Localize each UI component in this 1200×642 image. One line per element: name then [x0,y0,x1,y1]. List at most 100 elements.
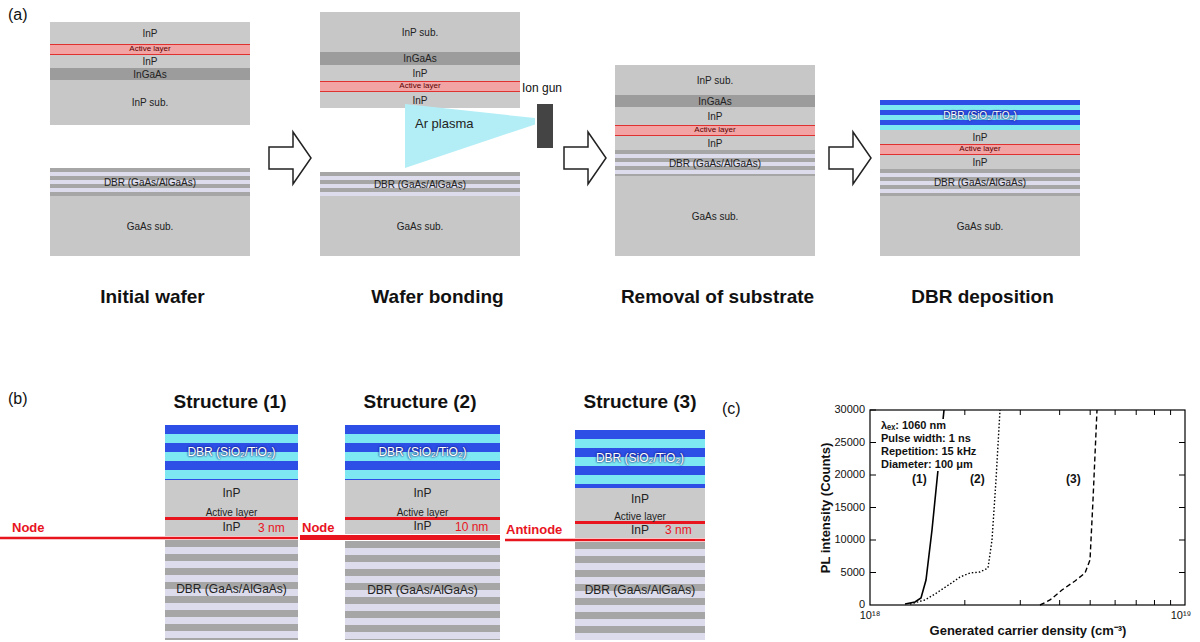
layer-box: InP [880,155,1080,169]
layer-text: DBR (SiO₂/TiO₂) [943,110,1017,121]
layer-text: InGaAs [133,69,166,80]
layer-text: InP [707,111,722,122]
substrate: InP sub. [50,80,250,125]
ion-gun [537,104,553,148]
layer-text: InP [412,68,427,79]
process-arrow [269,132,311,184]
tick-label: 15000 [834,501,865,514]
axis-title: Generated carrier density (cm⁻³) [930,624,1127,639]
layer-text: InP [222,521,240,534]
curve-label: (3) [1066,473,1081,487]
node-label: Node [302,521,335,536]
substrate: InP sub. [320,12,520,52]
process-arrow [829,132,871,184]
layer-text: Ar plasma [415,117,474,131]
layer-text: DBR (GaAs/AlGaAs) [585,584,696,597]
y-ticks [870,410,1185,573]
curve-3 [1040,410,1097,605]
x-ticks [965,410,1171,605]
layer-text: Removal of substrate [610,287,825,308]
substrate: GaAs sub. [615,176,815,256]
node-label: Antinode [506,523,562,538]
layer-text: Wafer bonding [315,287,560,308]
active-layer: Active layer [50,44,250,55]
layer-text: InP [413,520,431,533]
layer-box: InP [575,488,705,512]
dbr-stack: DBR (GaAs/AlGaAs) [575,542,705,640]
layer-text: DBR (SiO₂/TiO₂) [596,452,684,465]
layer-text: DBR deposition [875,287,1090,308]
part-label: Ion gun [522,82,562,96]
active-layer: Active layer [615,125,815,136]
x-tick [1136,600,1137,605]
x-tick [1136,410,1137,415]
substrate: GaAs sub. [880,196,1080,256]
layer-text: Structure (2) [330,392,510,413]
thickness-label: 10 nm [455,521,488,535]
active-layer: Active layer [345,508,500,520]
layer-text: GaAs sub. [692,211,739,222]
tick-label: 10¹⁹ [1171,609,1192,622]
node-label: Node [12,521,45,536]
condition-note: Diameter: 100 μm [880,458,974,471]
substrate: GaAs sub. [50,196,250,256]
layer-text: DBR (GaAs/AlGaAs) [104,177,196,188]
x-tick [1090,410,1091,415]
layer-text: InP sub. [697,75,734,86]
dbr-stack: DBR (GaAs/AlGaAs) [320,172,520,196]
x-tick [1090,600,1091,605]
dbr-stack: DBR (GaAs/AlGaAs) [165,540,298,640]
layer-text: InGaAs [403,53,436,64]
plasma-shape [405,104,535,168]
x-tick [1115,410,1116,415]
dbr-stack: DBR (SiO₂/TiO₂) [165,425,298,480]
layer-text: InP [142,56,157,67]
layer-text: DBR (GaAs/AlGaAs) [934,177,1026,188]
condition-note: λₑₓ: 1060 nm [880,419,947,432]
active-layer: Active layer [880,144,1080,155]
plasma-shape [405,104,535,168]
condition-note: Pulse width: 1 ns [880,432,972,445]
tick-label: 30000 [834,403,865,416]
layer-text: GaAs sub. [397,221,444,232]
layer-text: InP [972,157,987,168]
layer-text: DBR (SiO₂/TiO₂) [187,446,275,459]
x-tick [1170,600,1171,605]
layer-box: InP [615,107,815,125]
layer-text: InP [413,487,431,500]
layer-text: GaAs sub. [957,221,1004,232]
panel-label: (b) [8,390,28,408]
process-step: Removal of substrateInP sub.InGaAsInPAct… [610,8,825,310]
layer-text: InP [412,95,427,106]
layer-text: InP [631,493,649,506]
x-tick [964,600,965,605]
layer-text: DBR (GaAs/AlGaAs) [374,179,466,190]
structure-group: Structure (1)DBR (SiO₂/TiO₂)InPActive la… [150,392,310,642]
tick-label: 10000 [834,533,865,546]
layer-text: Structure (1) [150,392,310,413]
dbr-stack: DBR (GaAs/AlGaAs) [50,168,250,196]
process-step: Wafer bondingInP sub.InGaAsInPActive lay… [315,8,560,310]
active-layer: Active layer [575,512,705,524]
plasma-beam: Ar plasma [405,104,535,168]
condition-note: Repetition: 15 kHz [880,445,977,458]
x-tick [1115,600,1116,605]
process-step: Initial waferInPActive layerInPInGaAsInP… [40,8,265,310]
x-tick [1059,600,1060,605]
substrate: GaAs sub. [320,196,520,256]
dbr-stack: DBR (SiO₂/TiO₂) [880,100,1080,130]
layer-box: InP [615,136,815,150]
axis-title: PL intensity (Counts) [819,443,834,573]
panel-label: (a) [8,6,28,24]
node-line [300,535,500,540]
dbr-stack: DBR (GaAs/AlGaAs) [880,169,1080,196]
layer-box: InP [320,65,520,81]
dbr-stack: DBR (GaAs/AlGaAs) [615,150,815,176]
panel-label: (c) [722,400,741,418]
layer-text: DBR (GaAs/AlGaAs) [669,158,761,169]
layer-text: InP [707,138,722,149]
layer-box: InP [880,130,1080,144]
layer-box: InP [320,92,520,108]
layer-text: DBR (GaAs/AlGaAs) [176,583,287,596]
process-step: DBR depositionDBR (SiO₂/TiO₂)InPActive l… [875,8,1090,310]
